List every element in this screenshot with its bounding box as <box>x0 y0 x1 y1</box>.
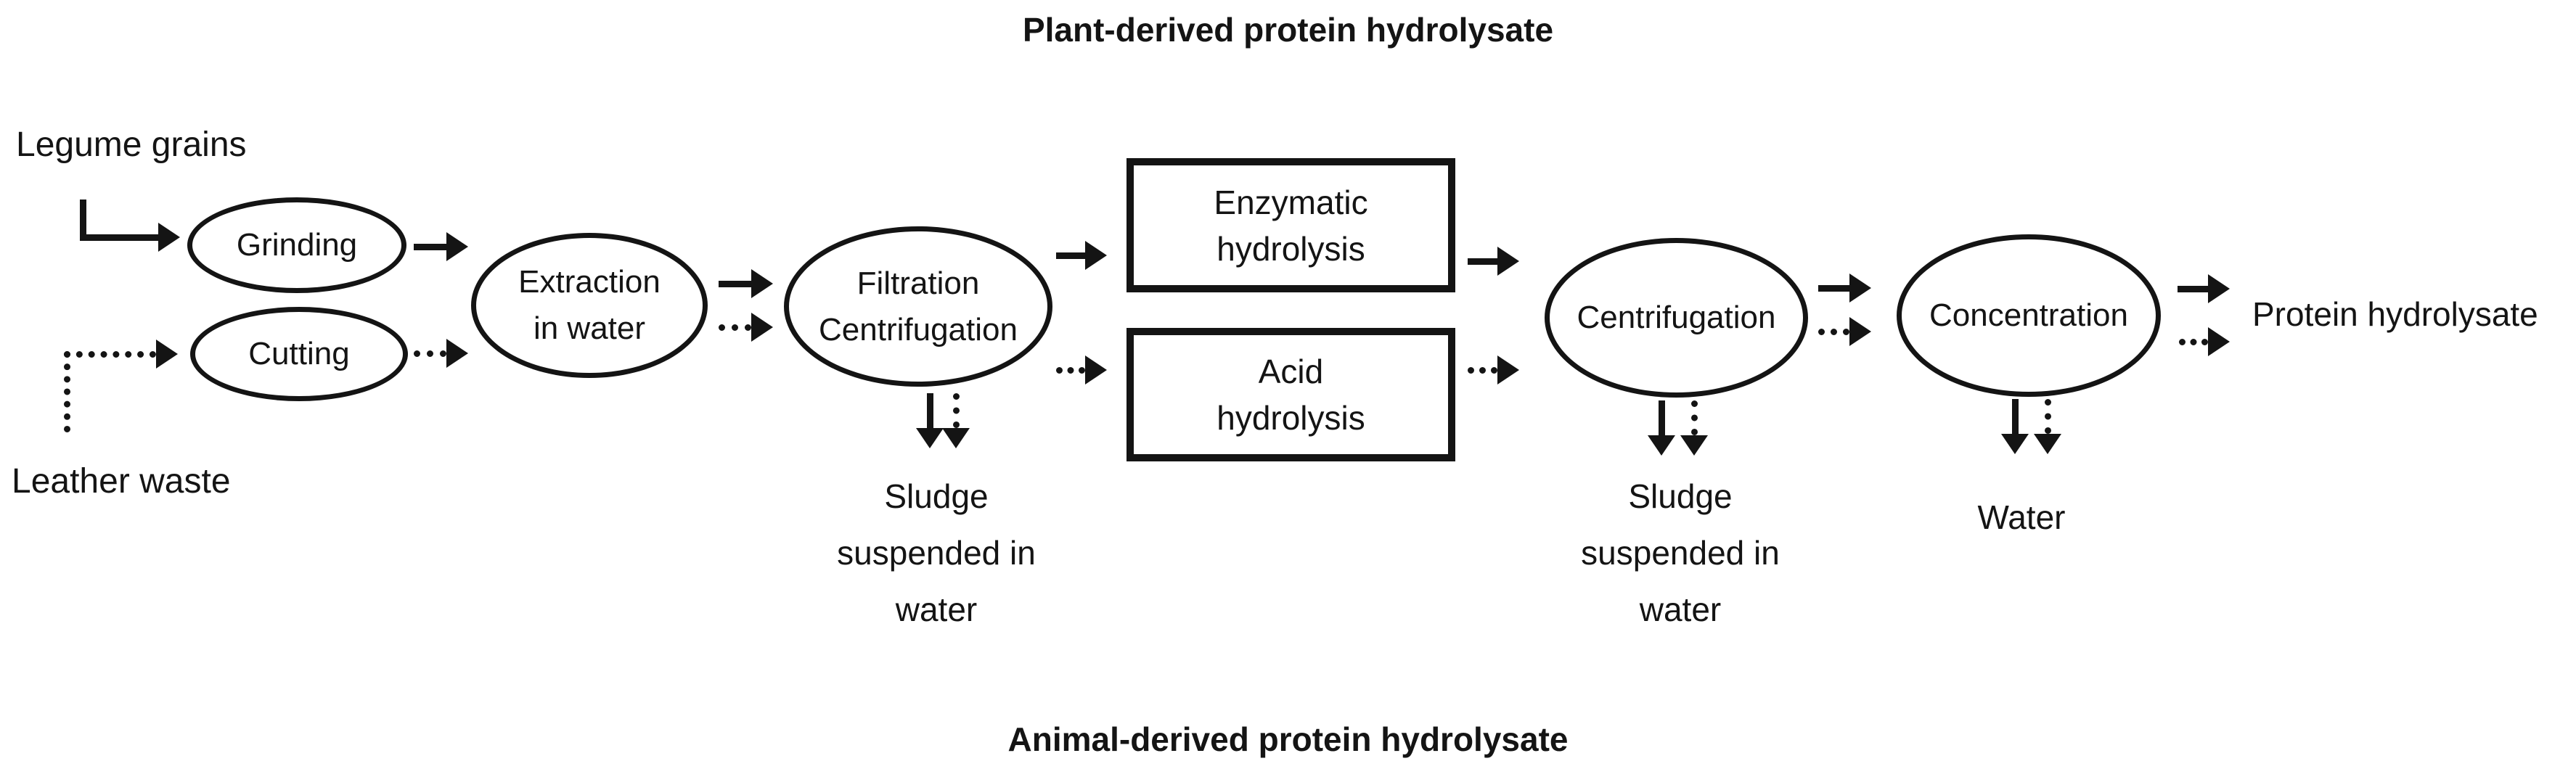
node-filtration-line2: Centrifugation <box>819 311 1018 348</box>
node-cutting-label: Cutting <box>248 336 350 371</box>
bottom-title: Animal-derived protein hydrolysate <box>1007 720 1569 758</box>
node-filtration-centrifugation: Filtration Centrifugation <box>784 226 1052 387</box>
arrow-extraction-to-filtration-solid <box>719 268 773 299</box>
output-sludge-centrifugation-line3: water <box>1639 591 1722 628</box>
node-filtration-line1: Filtration <box>856 265 980 301</box>
node-enzymatic-line2: hydrolysis <box>1217 229 1365 268</box>
arrow-centrifugation-to-concentration-dotted <box>1818 316 1871 347</box>
arrow-filtration-to-sludge-dotted <box>941 393 970 448</box>
node-grinding: Grinding <box>187 197 406 293</box>
output-sludge-centrifugation: Sludge suspended in water <box>1528 468 1833 638</box>
node-cutting: Cutting <box>190 307 408 401</box>
node-acid-line2: hydrolysis <box>1217 399 1365 437</box>
node-enzymatic-hydrolysis: Enzymatic hydrolysis <box>1127 158 1455 292</box>
node-acid-hydrolysis: Acid hydrolysis <box>1127 328 1455 461</box>
output-sludge-centrifugation-line1: Sludge <box>1628 477 1733 515</box>
node-concentration-label: Concentration <box>1929 297 2128 333</box>
output-protein-hydrolysate: Protein hydrolysate <box>2252 295 2538 333</box>
node-centrifugation-label: Centrifugation <box>1577 300 1776 335</box>
arrow-grinding-to-extraction <box>414 231 468 262</box>
node-extraction-line2: in water <box>533 311 646 346</box>
arrow-filtration-to-enzymatic <box>1056 240 1107 271</box>
arrow-extraction-to-filtration-dotted <box>719 312 773 342</box>
arrow-concentration-to-output-dotted <box>2179 326 2230 357</box>
arrow-enzymatic-to-centrifugation <box>1468 246 1519 276</box>
arrow-leather-to-cutting <box>64 339 178 369</box>
arrow-centrifugation-to-sludge-solid <box>1647 400 1676 456</box>
node-extraction-in-water: Extraction in water <box>471 233 708 378</box>
arrow-centrifugation-to-sludge-dotted <box>1680 400 1709 456</box>
elbow-line-leather <box>64 351 70 432</box>
top-title: Plant-derived protein hydrolysate <box>1022 11 1554 49</box>
node-enzymatic-line1: Enzymatic <box>1214 183 1368 221</box>
arrow-concentration-to-water-dotted <box>2033 399 2062 454</box>
arrow-filtration-to-sludge-solid <box>915 393 944 448</box>
elbow-line-legume <box>80 200 86 240</box>
node-concentration: Concentration <box>1897 234 2161 397</box>
arrow-cutting-to-extraction <box>414 338 468 369</box>
output-sludge-centrifugation-line2: suspended in <box>1581 534 1780 572</box>
arrow-concentration-to-water-solid <box>2000 399 2029 454</box>
node-extraction-line1: Extraction <box>518 264 661 300</box>
node-grinding-label: Grinding <box>236 227 358 263</box>
node-centrifugation: Centrifugation <box>1545 238 1808 398</box>
arrow-concentration-to-output-solid <box>2178 274 2230 304</box>
arrow-filtration-to-acid <box>1056 355 1107 385</box>
arrow-legume-to-grinding <box>80 222 180 252</box>
output-sludge-filtration-line1: Sludge <box>884 477 989 515</box>
input-label-legume-grains: Legume grains <box>16 126 247 164</box>
output-water: Water <box>1977 498 2066 536</box>
input-label-leather-waste: Leather waste <box>12 462 231 501</box>
output-sludge-filtration-line3: water <box>895 591 978 628</box>
output-sludge-filtration-line2: suspended in <box>837 534 1036 572</box>
node-acid-line1: Acid <box>1258 353 1324 390</box>
arrow-centrifugation-to-concentration-solid <box>1818 273 1871 303</box>
output-sludge-filtration: Sludge suspended in water <box>784 468 1089 638</box>
arrow-acid-to-centrifugation <box>1468 355 1519 385</box>
